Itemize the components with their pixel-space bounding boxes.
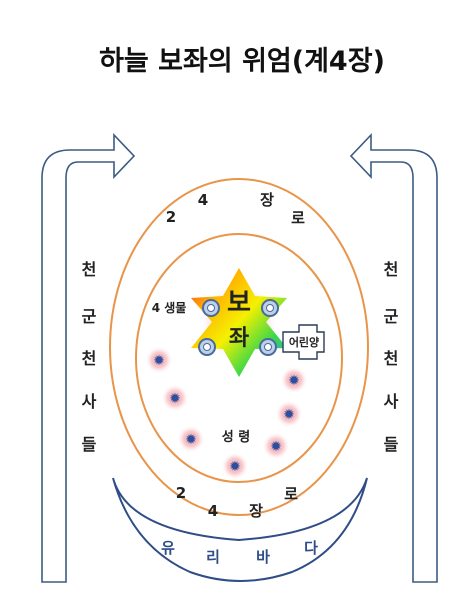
throne: 보 좌 — [191, 268, 287, 377]
elders-char: 장 — [260, 191, 274, 209]
four-creatures-label: 4 생물 — [152, 300, 187, 315]
page-title: 하늘 보좌의 위엄(계4장) — [99, 46, 385, 77]
elders-char: 장 — [249, 502, 263, 520]
left-angels-char: 천 — [82, 349, 97, 368]
elders-label-top: 2 4 장 로 — [166, 191, 305, 227]
creature-ring-icon — [198, 338, 216, 356]
throne-star-icon — [191, 268, 287, 377]
elders-char: 2 — [166, 208, 176, 226]
left-angels-char: 사 — [82, 392, 97, 411]
four-creatures — [198, 299, 279, 356]
sea-label: 유 리 바 다 — [161, 539, 318, 566]
elders-char: 4 — [208, 502, 218, 520]
right-angels-char: 군 — [384, 307, 399, 326]
left-angels-char: 천 — [82, 260, 97, 279]
right-angels-column: 천 군 천 사 들 — [384, 260, 399, 454]
sea-of-glass — [112, 477, 368, 582]
svg-text:✹: ✹ — [270, 439, 282, 455]
right-angels-char: 천 — [384, 260, 399, 279]
spirit-icon: ✹ — [177, 425, 205, 453]
lamb-label: 어린양 — [289, 335, 319, 349]
left-arrow-icon — [41, 133, 136, 583]
svg-text:✹: ✹ — [229, 459, 241, 475]
svg-text:✹: ✹ — [169, 391, 181, 407]
left-angels-char: 들 — [82, 435, 97, 454]
svg-text:✹: ✹ — [288, 373, 300, 389]
svg-text:✹: ✹ — [283, 407, 295, 423]
sea-label-char: 리 — [206, 548, 220, 566]
creature-ring-icon — [259, 338, 277, 356]
lamb-box — [282, 324, 325, 360]
sea-label-char: 다 — [304, 539, 318, 557]
spirit-icon: ✹ — [280, 366, 308, 394]
left-angels-char: 군 — [82, 307, 97, 326]
left-angels-column: 천 군 천 사 들 — [82, 260, 97, 454]
spirit-icon: ✹ — [161, 384, 189, 412]
spirit-icon: ✹ — [145, 346, 173, 374]
throne-char: 좌 — [229, 326, 249, 351]
spirit-icon: ✹ — [221, 452, 249, 480]
spirits-label: 성 령 — [222, 430, 250, 445]
elders-label-bottom: 2 4 장 로 — [176, 484, 298, 520]
spirit-icon: ✹ — [275, 400, 303, 428]
spirit-icon: ✹ — [262, 432, 290, 460]
sea-label-char: 유 — [161, 539, 175, 557]
seven-spirits: ✹ ✹ ✹ ✹ ✹ ✹ ✹ — [145, 346, 308, 480]
elders-char: 로 — [284, 485, 298, 503]
right-angels-char: 사 — [384, 392, 399, 411]
right-angels-char: 천 — [384, 349, 399, 368]
throne-char: 보 — [227, 288, 251, 318]
right-angels-char: 들 — [384, 435, 399, 454]
sea-label-char: 바 — [256, 548, 270, 566]
right-arrow-icon — [349, 133, 438, 583]
elders-char: 2 — [176, 484, 186, 502]
svg-text:✹: ✹ — [185, 432, 197, 448]
creature-ring-icon — [261, 299, 279, 317]
creature-ring-icon — [202, 299, 220, 317]
elders-char: 로 — [291, 209, 305, 227]
elders-char: 4 — [198, 191, 208, 209]
svg-text:✹: ✹ — [153, 353, 165, 369]
